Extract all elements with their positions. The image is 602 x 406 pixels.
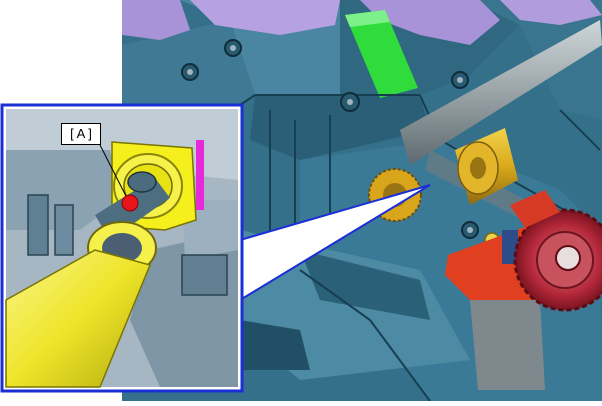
callout-inset [0,103,244,393]
sensor-lever [510,190,560,228]
roller-shaft [400,20,602,165]
callout-marker-icon [121,194,139,212]
green-tab [345,10,418,98]
magenta-edge [196,140,204,210]
callout-leader [99,144,129,201]
green-tab-highlight [345,10,390,27]
screws [181,39,500,248]
inset-yellow-cylinder [5,249,152,388]
bracket-plate [470,300,545,390]
drive-gear [513,208,602,312]
purple-housing [122,0,602,45]
callout-label: [ A ] [61,123,101,145]
